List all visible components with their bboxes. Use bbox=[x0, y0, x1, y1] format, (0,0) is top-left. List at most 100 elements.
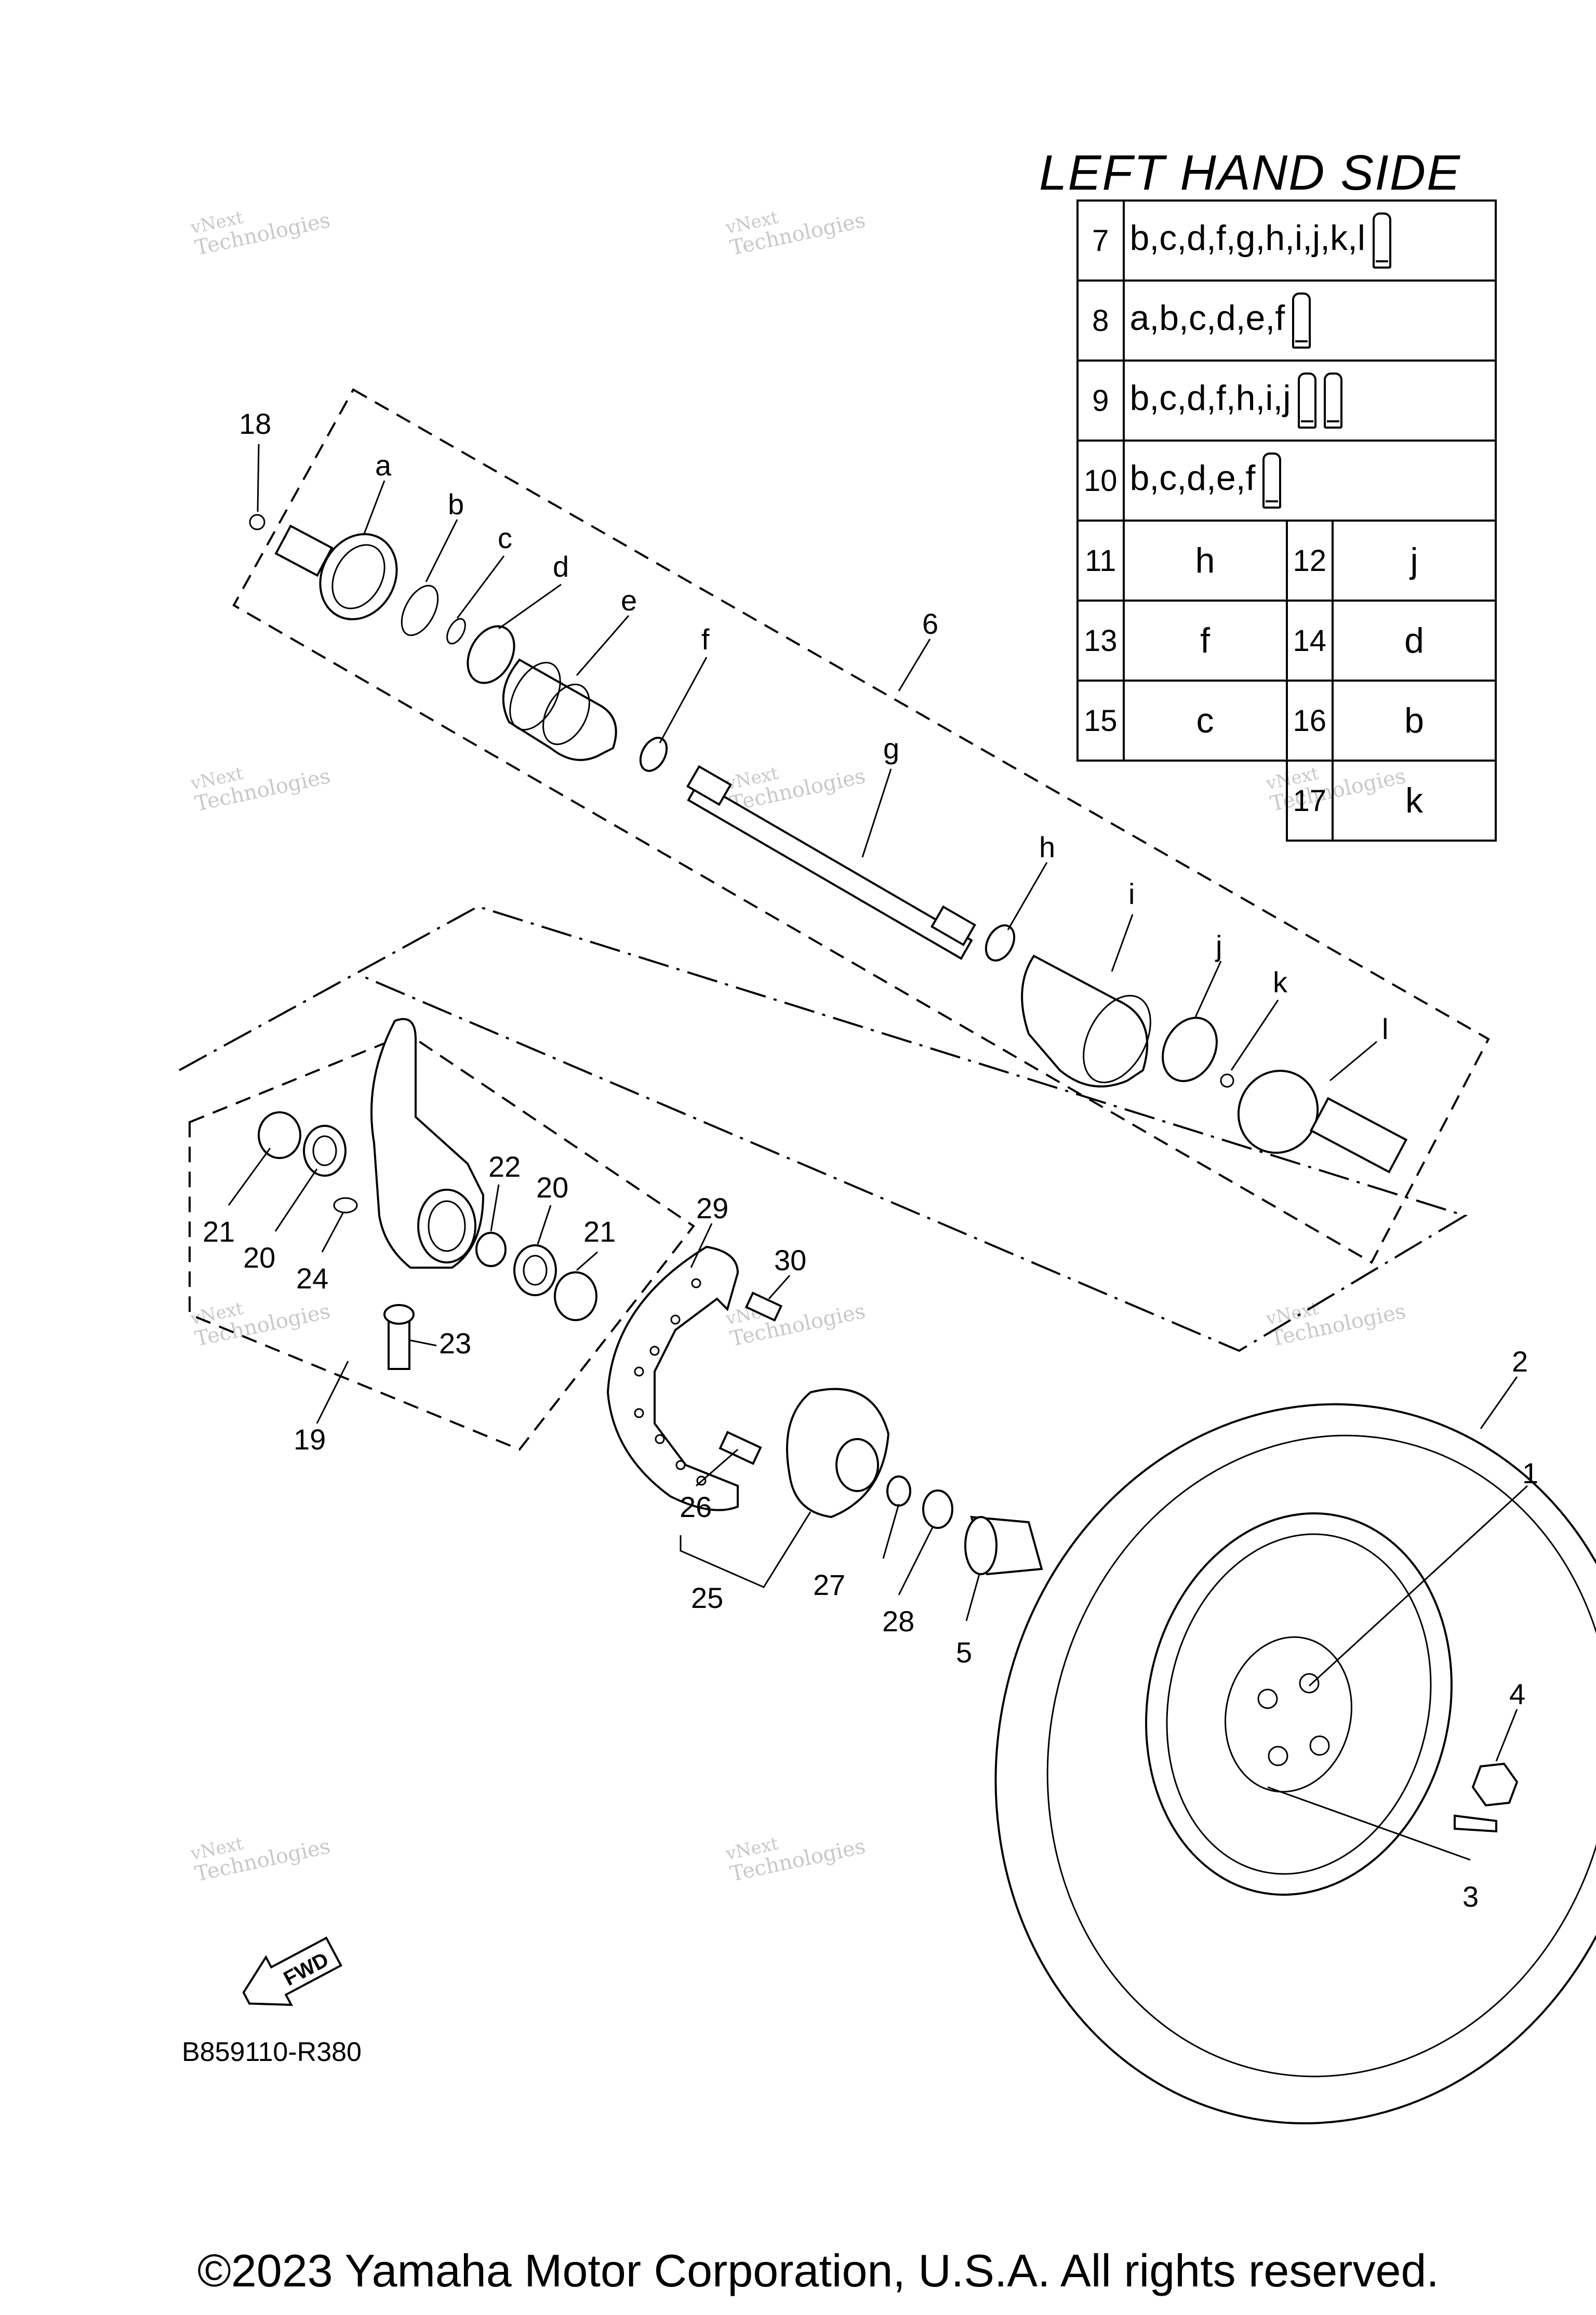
table-cell-letters: a,b,c,d,e,f bbox=[1129, 298, 1285, 338]
boot-i bbox=[1021, 954, 1149, 1088]
callout-6: 6 bbox=[922, 607, 938, 640]
table-cell-num: 13 bbox=[1076, 600, 1125, 682]
callout-c: c bbox=[498, 522, 512, 554]
fwd-arrow-icon: FWD bbox=[242, 1936, 342, 2006]
table-cell-num: 8 bbox=[1076, 280, 1125, 362]
band-j bbox=[1162, 1017, 1218, 1082]
callout-19: 19 bbox=[294, 1423, 326, 1456]
grease-tube-icon bbox=[1262, 453, 1282, 509]
shaft-spline-outer bbox=[930, 905, 977, 947]
shaft-spline-inner bbox=[686, 765, 733, 806]
callout-k: k bbox=[1273, 966, 1288, 999]
parts-table: 7 b,c,d,f,g,h,i,j,k,l 8 a,b,c,d,e,f 9 b,… bbox=[1076, 199, 1497, 842]
table-cell-letters: d bbox=[1332, 600, 1497, 682]
circlip-c bbox=[446, 618, 466, 645]
callout-29: 29 bbox=[696, 1192, 728, 1225]
callout-27: 27 bbox=[813, 1568, 845, 1601]
callout-h: h bbox=[1039, 831, 1055, 863]
band-f bbox=[639, 737, 668, 772]
grease-tube-icon bbox=[1324, 372, 1343, 429]
table-cell-num: 16 bbox=[1285, 680, 1334, 762]
table-cell-num: 15 bbox=[1076, 680, 1125, 762]
callout-1: 1 bbox=[1522, 1457, 1538, 1489]
table-row: 10 b,c,d,e,f bbox=[1076, 440, 1497, 522]
bolt-30 bbox=[744, 1292, 783, 1322]
table-cell-num: 11 bbox=[1076, 520, 1125, 602]
table-cell-letters: b,c,d,f,h,i,j bbox=[1129, 378, 1291, 418]
callout-23: 23 bbox=[439, 1327, 471, 1360]
table-row: 13 f 14 d bbox=[1076, 600, 1497, 682]
stud-bolt-26 bbox=[719, 1431, 762, 1465]
callout-3: 3 bbox=[1462, 1880, 1479, 1913]
knuckle-group-outline bbox=[189, 1032, 695, 1451]
callout-26: 26 bbox=[680, 1491, 712, 1523]
circlip-b bbox=[401, 584, 439, 636]
hub-assembly bbox=[606, 1245, 1043, 1576]
callout-j: j bbox=[1215, 929, 1222, 962]
band-d bbox=[467, 625, 515, 684]
callout-b: b bbox=[448, 488, 464, 521]
table-cell-num: 10 bbox=[1076, 440, 1125, 522]
callout-25: 25 bbox=[691, 1581, 723, 1614]
washer-27 bbox=[886, 1475, 911, 1507]
inner-cv-joint-l bbox=[1237, 1070, 1319, 1154]
driveshaft-assembly bbox=[249, 514, 1408, 1174]
callout-22: 22 bbox=[488, 1150, 521, 1183]
callout-21: 21 bbox=[583, 1215, 616, 1248]
circlip-18 bbox=[249, 514, 265, 530]
table-cell-letters: b,c,d,f,g,h,i,j,k,l bbox=[1129, 218, 1366, 258]
wheel-assembly bbox=[994, 1403, 1596, 2124]
circlip-k bbox=[1220, 1073, 1234, 1088]
callout-24: 24 bbox=[296, 1262, 328, 1295]
table-cell-letters: j bbox=[1332, 520, 1497, 602]
callout-g: g bbox=[883, 732, 899, 765]
grease-tube-icon bbox=[1292, 292, 1311, 349]
table-cell-num: 17 bbox=[1285, 760, 1334, 842]
callout-18: 18 bbox=[239, 407, 271, 440]
copyright-notice: ©2023 Yamaha Motor Corporation, U.S.A. A… bbox=[197, 2245, 1439, 2296]
grease-tube-icon bbox=[1298, 372, 1317, 429]
callout-28: 28 bbox=[882, 1605, 914, 1638]
callout-l: l bbox=[1382, 1013, 1388, 1045]
callout-20: 20 bbox=[243, 1241, 275, 1274]
driveshaft-group-outline bbox=[232, 388, 1490, 1264]
table-cell-num: 7 bbox=[1076, 199, 1125, 282]
table-cell-letters: h bbox=[1122, 520, 1288, 602]
oil-seal-21a bbox=[258, 1111, 301, 1159]
callout-4: 4 bbox=[1509, 1678, 1525, 1710]
table-cell-letters: k bbox=[1332, 760, 1497, 842]
spacer-22 bbox=[475, 1232, 507, 1267]
shaft-g bbox=[687, 780, 973, 960]
boot-e bbox=[502, 658, 617, 761]
leader-lines bbox=[228, 444, 1528, 1861]
callout-2: 2 bbox=[1512, 1345, 1528, 1378]
table-cell-num: 9 bbox=[1076, 360, 1125, 442]
oil-seal-21b bbox=[554, 1271, 597, 1321]
callout-20: 20 bbox=[536, 1171, 568, 1204]
table-row: 9 b,c,d,f,h,i,j bbox=[1076, 360, 1497, 442]
callout-i: i bbox=[1128, 877, 1135, 910]
outer-cv-joint-a bbox=[319, 533, 398, 620]
page-title: LEFT HAND SIDE bbox=[1039, 145, 1461, 201]
callout-d: d bbox=[553, 550, 569, 583]
bearing-20a bbox=[303, 1125, 347, 1177]
table-row: 7 b,c,d,f,g,h,i,j,k,l bbox=[1076, 199, 1497, 282]
callout-e: e bbox=[621, 584, 637, 617]
assembly-line bbox=[179, 905, 1468, 1352]
callout-labels: 18 a b c d e f 6 g h i j k l 22 20 21 21… bbox=[203, 407, 1538, 1913]
wheel-nut-4 bbox=[1471, 1762, 1519, 1807]
knuckle-assembly bbox=[258, 1018, 597, 1370]
table-row: 17 k bbox=[1078, 760, 1497, 842]
callout-30: 30 bbox=[774, 1244, 806, 1276]
table-row: 8 a,b,c,d,e,f bbox=[1076, 280, 1497, 362]
nut-28 bbox=[922, 1489, 953, 1529]
table-row: 11 h 12 j bbox=[1076, 520, 1497, 602]
circlip-24 bbox=[333, 1197, 358, 1214]
brake-disc-29 bbox=[606, 1245, 739, 1511]
